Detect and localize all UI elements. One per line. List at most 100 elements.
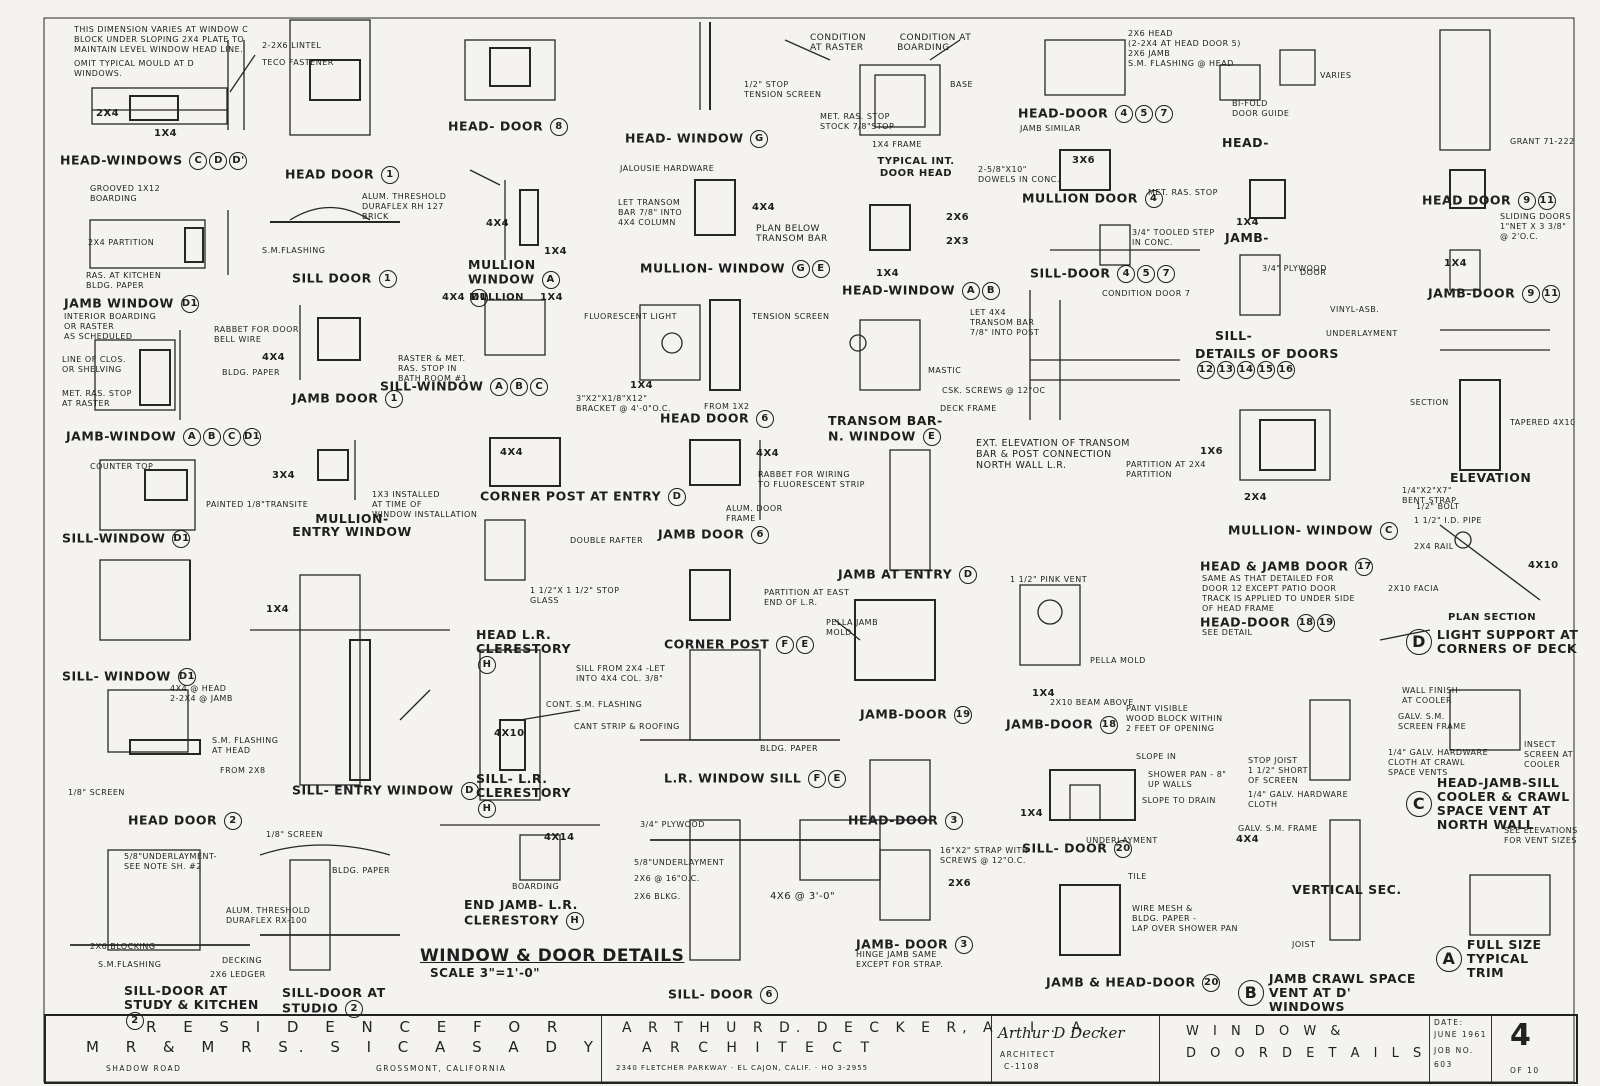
title-block-signature: Arthur D Decker ARCHITECT C-1108: [992, 1016, 1160, 1082]
title-mullion-window-ad1: MULLION WINDOW AD1: [468, 258, 578, 307]
sheet-of: OF 10: [1510, 1066, 1540, 1075]
note-1-8-screen: 1/8" SCREEN: [266, 830, 323, 839]
note-bolt: 1/2" BOLT: [1416, 502, 1460, 511]
note-wire-mesh: WIRE MESH & BLDG. PAPER - LAP OVER SHOWE…: [1132, 904, 1238, 933]
signature-title: ARCHITECT: [1000, 1050, 1056, 1059]
title-mullion-window-c: MULLION- WINDOW C: [1228, 522, 1398, 540]
note-bldg-paper: BLDG. PAPER: [222, 368, 281, 377]
title-block: R E S I D E N C E F O R M R & M R S. S I…: [44, 1014, 1578, 1084]
ref-4x4-mullion: 4X4 MULLION: [442, 292, 525, 303]
title-typical-int-door-head: TYPICAL INT. DOOR HEAD: [877, 156, 955, 179]
title-sill-door-1: SILL DOOR 1: [292, 270, 397, 288]
residence-for: R E S I D E N C E F O R: [146, 1018, 569, 1036]
title-head-jamb-door-17: HEAD & JAMB DOOR 17: [1200, 558, 1374, 576]
note-alum-threshold2: ALUM. THRESHOLD DURAFLEX RX-100: [226, 906, 311, 925]
ref-3x4: 3X4: [272, 470, 296, 481]
title-plan-section: PLAN SECTION: [1448, 612, 1537, 623]
ref-1x4h: 1X4: [266, 604, 290, 615]
note-grant: GRANT 71-222: [1510, 137, 1575, 146]
sheet-title: WINDOW & DOOR DETAILS: [420, 946, 685, 966]
ref-2x6b: 2X6: [948, 878, 972, 889]
title-elevation: ELEVATION: [1450, 470, 1532, 485]
note-partition-east: PARTITION AT EAST END OF L.R.: [764, 588, 850, 607]
note-pink-vent: 1 1/2" PINK VENT: [1010, 575, 1088, 584]
note-door: DOOR: [1300, 268, 1327, 277]
title-sill-lr-clerestory: SILL- L.R. CLERESTORY H: [476, 772, 586, 818]
note-underlayment: UNDERLAYMENT: [1326, 329, 1398, 338]
ref-1x6: 1X6: [1200, 446, 1224, 457]
ref-4x4d: 4X4: [500, 447, 524, 458]
note-2x6-16oc: 2X6 @ 16"O.C.: [634, 874, 700, 883]
note-head-2x6: 2X6 HEAD (2-2X4 AT HEAD DOOR 5) 2X6 JAMB: [1128, 29, 1241, 58]
note-slope-drain: SLOPE TO DRAIN: [1142, 796, 1216, 805]
ref-1x4c: 1X4: [876, 268, 900, 279]
title-sill: SILL-: [1215, 328, 1253, 343]
note-condition: CONDITION CONDITION AT AT RASTER BOARDIN…: [810, 33, 972, 53]
ref-3x6: 3X6: [1072, 155, 1096, 166]
title-jamb-door-19: JAMB-DOOR 19: [860, 706, 973, 724]
note-painted: PAINTED 1/8"TRANSITE: [206, 500, 309, 509]
ref-4x4c: 4X4: [752, 202, 776, 213]
note-fluorescent: FLUORESCENT LIGHT: [584, 312, 677, 321]
note-sm-flashing2: S.M.FLASHING: [98, 960, 162, 969]
ref-2x4b: 2X4: [1244, 492, 1268, 503]
ref-4x4: 4X4: [262, 352, 286, 363]
title-head-door-1: HEAD DOOR 1: [285, 166, 400, 184]
note-deck-frame: DECK FRAME: [940, 404, 997, 413]
title-head: HEAD-: [1222, 135, 1269, 150]
note-tapered: TAPERED 4X10: [1510, 418, 1576, 427]
note-jamb-similar: JAMB SIMILAR: [1020, 124, 1081, 133]
note-teco: TECO FASTENER: [262, 58, 334, 67]
title-end-jamb-lr: END JAMB- L.R. CLERESTORY H: [464, 898, 594, 930]
title-crawl-space-vent: B JAMB CRAWL SPACE VENT AT D' WINDOWS: [1236, 972, 1429, 1014]
job-label: JOB NO.: [1434, 1046, 1474, 1055]
architect-signature: Arthur D Decker: [998, 1024, 1125, 1042]
note-alum-door-frame: ALUM. DOOR FRAME: [726, 504, 783, 523]
title-jamb-door-3: JAMB- DOOR 3: [856, 936, 973, 954]
note-sm-flashing: S.M.FLASHING: [262, 246, 326, 255]
note-raster: RASTER & MET. RAS. STOP IN BATH ROOM #1: [398, 354, 468, 383]
note-tile: TILE: [1128, 872, 1147, 881]
note-section: SECTION: [1410, 398, 1449, 407]
note-ras-kitchen: RAS. AT KITCHEN BLDG. PAPER: [86, 271, 162, 290]
title-sill-entry-window: SILL- ENTRY WINDOW D: [292, 782, 479, 800]
note-let-transom: LET TRANSOM BAR 7/8" INTO 4X4 COLUMN: [618, 198, 683, 227]
note-underlayment2: UNDERLAYMENT: [1086, 836, 1158, 845]
note-5-8-underlayment: 5/8"UNDERLAYMENT: [634, 858, 725, 867]
title-head-door-6: HEAD DOOR 6: [660, 410, 775, 428]
note-2x6-ledger: 2X6 LEDGER: [210, 970, 266, 979]
note-plan-below: PLAN BELOW TRANSOM BAR: [756, 224, 828, 244]
license-number: C-1108: [1004, 1062, 1041, 1071]
note-dowels: 2-5/8"X10" DOWELS IN CONC.: [978, 165, 1060, 184]
title-head-lr-clerestory: HEAD L.R. CLERESTORY H: [476, 628, 586, 674]
date-label: DATE:: [1434, 1018, 1464, 1027]
note-from-2x8: FROM 2X8: [220, 766, 266, 775]
note-stop-joist: STOP JOIST 1 1/2" SHORT OF SCREEN: [1248, 756, 1308, 785]
note-rail: 2X4 RAIL: [1414, 542, 1454, 551]
title-mullion-door-4: MULLION DOOR 4: [1022, 190, 1163, 208]
ref-1x4d: 1X4: [1236, 217, 1260, 228]
note-screen: 1/8" SCREEN: [68, 788, 125, 797]
title-jamb-head-door-20: JAMB & HEAD-DOOR 20: [1046, 974, 1221, 992]
date-value: JUNE 1961: [1434, 1030, 1488, 1039]
job-value: 603: [1434, 1060, 1453, 1069]
note-sill-from: SILL FROM 2X4 -LET INTO 4X4 COL. 3/8": [576, 664, 666, 683]
client-road: SHADOW ROAD: [106, 1064, 182, 1073]
note-see-detail: SEE DETAIL: [1202, 628, 1253, 637]
note-stop-tension: 1/2" STOP TENSION SCREEN: [744, 80, 822, 99]
note-line-of-clos: LINE OF CLOS. OR SHELVING: [62, 355, 127, 374]
title-transom-bar: TRANSOM BAR- N. WINDOW E: [828, 414, 948, 446]
note-cont-flashing: CONT. S.M. FLASHING: [546, 700, 643, 709]
note-2x4-partition: 2X4 PARTITION: [88, 238, 155, 247]
note-paint-visible: PAINT VISIBLE WOOD BLOCK WITHIN 2 FEET O…: [1126, 704, 1223, 733]
note-wall-finish: WALL FINISH AT COOLER: [1402, 686, 1459, 705]
note-5-8-underlay-see: 5/8"UNDERLAYMENT- SEE NOTE SH. #2: [124, 852, 218, 871]
